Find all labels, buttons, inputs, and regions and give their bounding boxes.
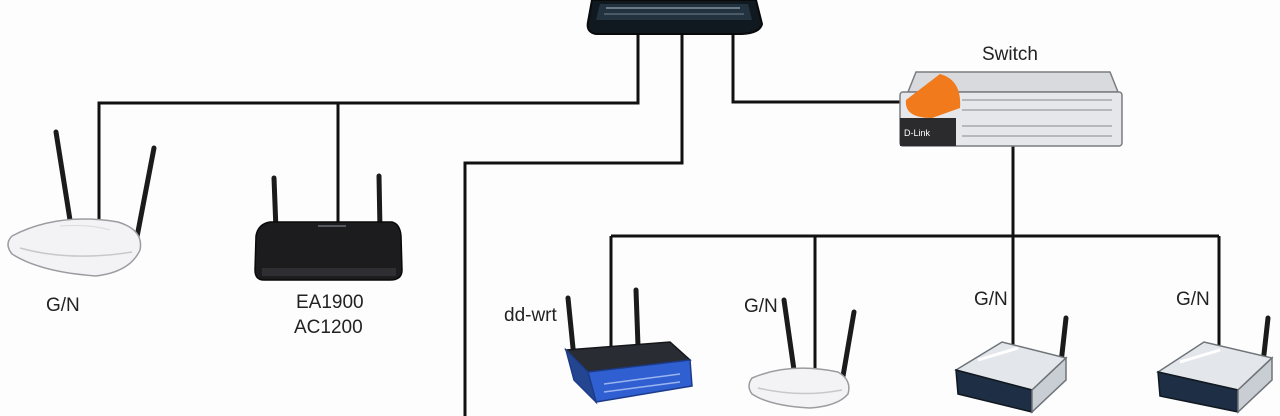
- center-router-label-line2: AC1200: [294, 317, 363, 338]
- cable-modem-to-ddwrt: [463, 30, 684, 416]
- ddwrt-router-device: [564, 287, 693, 405]
- center-router-device: [254, 173, 403, 281]
- cable-modem-to-left: [97, 30, 640, 228]
- access-point-right-label: G/N: [1176, 289, 1210, 310]
- mid-router-label: G/N: [744, 296, 778, 317]
- cables: [97, 30, 1221, 416]
- switch-brand-text: D-Link: [904, 128, 931, 138]
- cable-modem-to-switch: [731, 30, 905, 104]
- center-router-label-line1: EA1900: [296, 292, 364, 313]
- left-router-label: G/N: [46, 295, 80, 316]
- switch-label: Switch: [982, 44, 1038, 65]
- switch-device: D-Link: [899, 71, 1123, 147]
- access-point-right-device: [1156, 315, 1274, 414]
- mid-router-device: [748, 297, 857, 409]
- access-point-left-label: G/N: [974, 289, 1008, 310]
- modem-device: [586, 0, 764, 35]
- access-point-left-device: [954, 315, 1069, 414]
- left-router-device: [7, 129, 157, 277]
- ddwrt-label: dd-wrt: [504, 305, 557, 326]
